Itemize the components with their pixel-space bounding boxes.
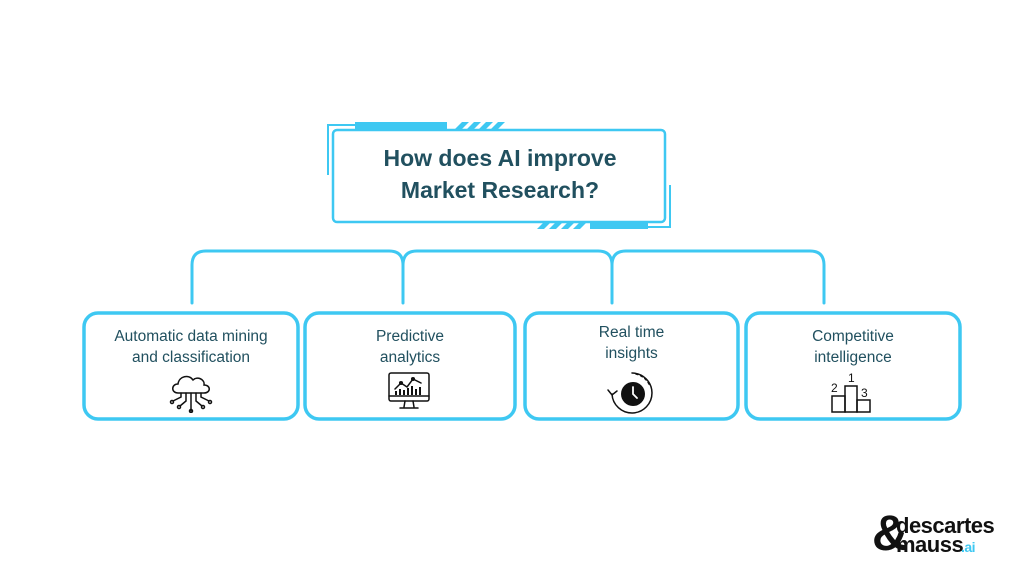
card-1-line-1: Automatic data mining: [114, 328, 268, 345]
cloud-network-icon: [169, 375, 213, 413]
monitor-chart-icon: [388, 372, 430, 409]
title-stripe-bottom-bar: [590, 222, 648, 229]
title-bracket-bottom-right: [640, 185, 671, 228]
card-frame-2: [303, 311, 517, 421]
svg-text:2: 2: [831, 381, 838, 395]
card-4-line-2: intelligence: [814, 349, 892, 366]
logo-ampersand: &: [872, 505, 908, 561]
svg-text:3: 3: [861, 386, 868, 400]
logo-suffix: .ai: [961, 539, 976, 555]
brand-logo: & descartes mauss .ai: [872, 508, 995, 558]
clock-refresh-icon: [607, 372, 653, 414]
svg-text:1: 1: [848, 371, 855, 385]
logo-line-1: descartes: [896, 513, 995, 538]
title-stripe-bottom-dashes: [537, 222, 587, 229]
card-frame-3: [523, 311, 740, 421]
card-label-3: Real time insights: [527, 322, 736, 364]
diagram-title: How does AI improve Market Research?: [338, 142, 662, 206]
card-3-line-2: insights: [605, 345, 658, 362]
title-box: [331, 128, 667, 224]
card-1-line-2: and classification: [131, 349, 251, 366]
card-4-line-1: Competitive: [812, 328, 894, 345]
title-stripe-top-dashes: [455, 122, 505, 129]
card-label-1: Automatic data mining and classification: [86, 326, 296, 368]
title-bracket-top-left: [327, 124, 360, 175]
card-2-line-2: analytics: [379, 349, 441, 366]
logo-line-2: mauss: [896, 532, 964, 557]
card-label-4: Competitive intelligence: [748, 326, 958, 368]
card-frame-1: [82, 311, 300, 421]
card-frame-4: [744, 311, 962, 421]
connector-tree: [190, 249, 826, 305]
title-line-1: How does AI improve: [383, 145, 617, 171]
title-stripe-top-bar: [355, 122, 447, 129]
title-line-2: Market Research?: [400, 177, 600, 203]
podium-icon: 1 2 3: [831, 371, 871, 413]
card-3-line-1: Real time: [598, 324, 665, 341]
card-2-line-1: Predictive: [375, 328, 445, 345]
card-label-2: Predictive analytics: [307, 326, 513, 368]
